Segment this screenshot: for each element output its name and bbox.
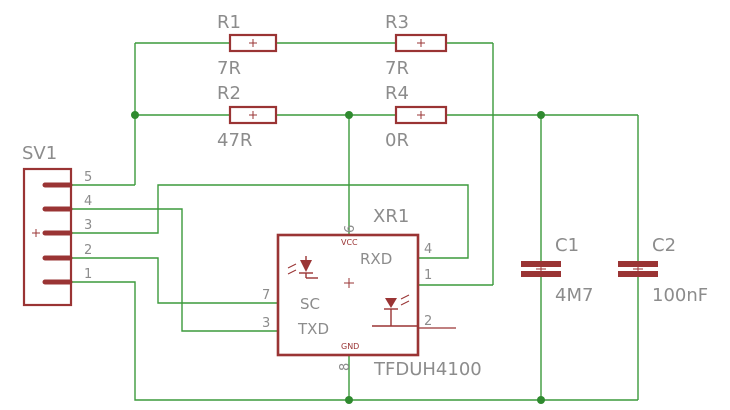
resistor-r4[interactable]: R4 0R bbox=[385, 83, 448, 151]
resistor-r3[interactable]: R3 7R bbox=[385, 12, 448, 79]
connector-sv1[interactable]: SV1 5 4 3 2 1 bbox=[22, 143, 92, 307]
capacitor-c2[interactable]: C2 100nF bbox=[618, 235, 708, 306]
ic-vcc-label: VCC bbox=[341, 238, 358, 247]
junctions bbox=[131, 111, 545, 404]
connector-pin-label: 1 bbox=[84, 267, 92, 282]
resistor-r1[interactable]: R1 7R bbox=[217, 12, 278, 79]
ir-emitter-icon bbox=[287, 256, 318, 279]
connector-pin-label: 5 bbox=[84, 170, 92, 185]
ic-pin-number: 6 bbox=[343, 225, 358, 233]
resistor-ref: R3 bbox=[385, 12, 409, 33]
resistor-r2[interactable]: R2 47R bbox=[217, 83, 278, 151]
capacitor-c1[interactable]: C1 4M7 bbox=[521, 235, 593, 306]
ic-sc-label: SC bbox=[300, 295, 320, 313]
resistor-value: 7R bbox=[217, 58, 241, 79]
capacitor-ref: C1 bbox=[555, 235, 579, 256]
capacitor-ref: C2 bbox=[652, 235, 676, 256]
junction-dot bbox=[131, 111, 139, 119]
resistor-ref: R1 bbox=[217, 12, 241, 33]
wires bbox=[70, 42, 639, 401]
connector-pin-label: 4 bbox=[84, 194, 92, 209]
junction-dot bbox=[537, 111, 545, 119]
ic-pin-number: 8 bbox=[338, 363, 353, 371]
ic-gnd-label: GND bbox=[341, 342, 359, 351]
connector-pin-label: 3 bbox=[84, 218, 92, 233]
junction-dot bbox=[345, 396, 353, 404]
ic-pin-number: 4 bbox=[424, 242, 432, 257]
ic-txd-label: TXD bbox=[297, 320, 329, 338]
resistor-ref: R4 bbox=[385, 83, 409, 104]
connector-pin-label: 2 bbox=[84, 243, 92, 258]
resistor-value: 47R bbox=[217, 130, 252, 151]
ic-pin-number: 3 bbox=[262, 316, 270, 331]
resistor-value: 0R bbox=[385, 130, 409, 151]
ic-pin-number: 2 bbox=[424, 314, 432, 329]
ir-detector-icon bbox=[372, 294, 418, 327]
capacitor-value: 4M7 bbox=[555, 285, 593, 306]
ic-pin-number: 1 bbox=[424, 268, 432, 283]
resistor-value: 7R bbox=[385, 58, 409, 79]
ic-ref: XR1 bbox=[373, 206, 409, 227]
connector-pins bbox=[42, 182, 73, 285]
capacitor-value: 100nF bbox=[652, 285, 708, 306]
resistor-ref: R2 bbox=[217, 83, 241, 104]
ic-pin-number: 7 bbox=[262, 288, 270, 303]
ic-part-label: TFDUH4100 bbox=[373, 359, 482, 380]
connector-name: SV1 bbox=[22, 143, 57, 164]
connector-origin-cross bbox=[32, 229, 40, 237]
junction-dot bbox=[537, 396, 545, 404]
junction-dot bbox=[345, 111, 353, 119]
ic-rxd-label: RXD bbox=[360, 250, 392, 268]
ic-xr1[interactable]: XR1 6 8 4 1 2 7 3 VCC GND RXD SC TXD TFD… bbox=[262, 206, 482, 380]
